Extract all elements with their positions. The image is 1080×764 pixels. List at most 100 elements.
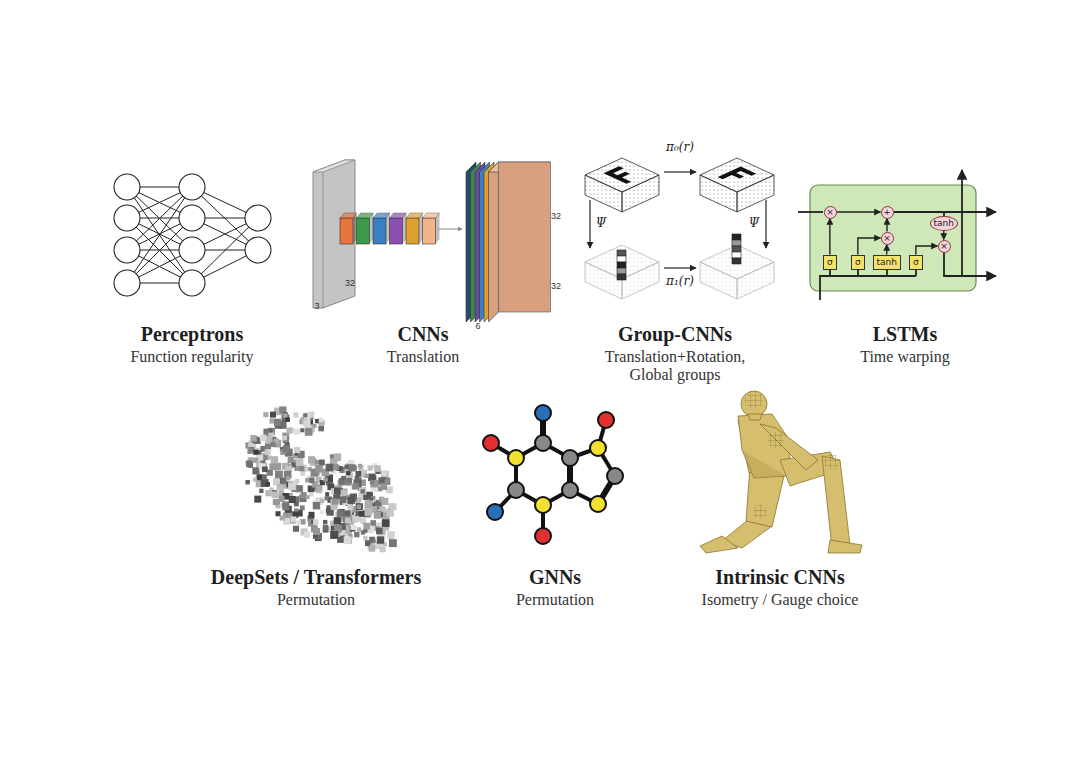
point bbox=[356, 471, 362, 477]
node-text: × bbox=[826, 208, 834, 217]
point bbox=[357, 527, 361, 531]
operation-circle: tanh bbox=[930, 216, 958, 231]
point bbox=[323, 520, 327, 524]
point bbox=[365, 541, 370, 546]
point bbox=[385, 480, 389, 484]
point bbox=[365, 540, 371, 546]
atom bbox=[483, 435, 499, 451]
point bbox=[281, 478, 287, 484]
point bbox=[269, 429, 273, 433]
point bbox=[370, 480, 378, 488]
atom bbox=[535, 497, 551, 513]
neuron bbox=[114, 174, 140, 200]
filter-block bbox=[340, 218, 353, 244]
cnn-illustration bbox=[313, 160, 551, 322]
operation-circle: + bbox=[881, 206, 894, 219]
group-cnn-illustration bbox=[585, 158, 774, 299]
dimension-label: 32 bbox=[551, 211, 561, 221]
point bbox=[368, 465, 373, 470]
point bbox=[376, 528, 383, 535]
point bbox=[319, 418, 324, 423]
point bbox=[303, 413, 307, 417]
point bbox=[315, 460, 320, 465]
caption-title: DeepSets / Transformers bbox=[211, 566, 421, 589]
point bbox=[253, 450, 258, 455]
point bbox=[372, 475, 376, 479]
point bbox=[259, 489, 263, 493]
point bbox=[288, 482, 296, 490]
point bbox=[297, 486, 302, 491]
neuron bbox=[179, 237, 205, 263]
filter-block bbox=[357, 218, 370, 244]
point bbox=[387, 510, 394, 517]
point bbox=[305, 478, 309, 482]
gate-box: tanh bbox=[873, 255, 901, 270]
map-label: Ψ bbox=[749, 217, 760, 231]
neuron bbox=[179, 205, 205, 231]
point bbox=[300, 428, 304, 432]
caption-title: Intrinsic CNNs bbox=[715, 566, 844, 589]
connector bbox=[886, 245, 887, 255]
caption-text: Time warping bbox=[860, 348, 950, 366]
atom bbox=[598, 412, 614, 428]
point bbox=[306, 495, 310, 499]
point bbox=[245, 480, 250, 485]
point bbox=[283, 437, 290, 444]
neuron bbox=[179, 174, 205, 200]
point bbox=[357, 517, 362, 522]
point bbox=[313, 528, 320, 535]
point bbox=[382, 519, 390, 527]
point bbox=[282, 503, 289, 510]
atom bbox=[607, 468, 623, 484]
point bbox=[278, 496, 284, 502]
atom bbox=[562, 482, 578, 498]
connector bbox=[858, 238, 881, 255]
point bbox=[382, 470, 388, 476]
point bbox=[309, 512, 315, 518]
point bbox=[266, 482, 270, 486]
perceptron-network bbox=[114, 174, 271, 296]
point bbox=[347, 497, 354, 504]
point bbox=[283, 445, 291, 453]
point bbox=[309, 478, 314, 483]
node-text: σ bbox=[855, 258, 861, 267]
point bbox=[313, 520, 318, 525]
point bbox=[344, 536, 352, 544]
point bbox=[346, 478, 352, 484]
point bbox=[316, 487, 322, 493]
point bbox=[365, 500, 373, 508]
point bbox=[293, 412, 298, 417]
point bbox=[359, 511, 365, 517]
node-text: × bbox=[940, 242, 948, 251]
atom bbox=[590, 440, 606, 456]
point bbox=[283, 412, 288, 417]
point bbox=[269, 463, 276, 470]
point bbox=[273, 499, 279, 505]
point bbox=[262, 474, 267, 479]
point bbox=[320, 510, 324, 514]
point bbox=[389, 539, 397, 547]
point bbox=[297, 520, 301, 524]
dimension-label: 6 bbox=[475, 321, 480, 331]
feature-map bbox=[499, 162, 551, 312]
point bbox=[363, 536, 367, 540]
point bbox=[274, 419, 281, 426]
point bbox=[286, 428, 292, 434]
caption-text: Permutation bbox=[277, 591, 355, 609]
point bbox=[374, 465, 381, 472]
point bbox=[299, 466, 304, 471]
map-label: Ψ bbox=[596, 217, 607, 231]
atom bbox=[590, 496, 606, 512]
filter-block bbox=[390, 218, 403, 244]
point bbox=[361, 530, 365, 534]
point bbox=[252, 467, 259, 474]
point bbox=[386, 486, 393, 493]
point bbox=[334, 517, 341, 524]
point bbox=[370, 520, 376, 526]
point bbox=[356, 503, 363, 510]
node-text: tanh bbox=[934, 219, 954, 228]
atom bbox=[535, 435, 551, 451]
point bbox=[350, 526, 356, 532]
